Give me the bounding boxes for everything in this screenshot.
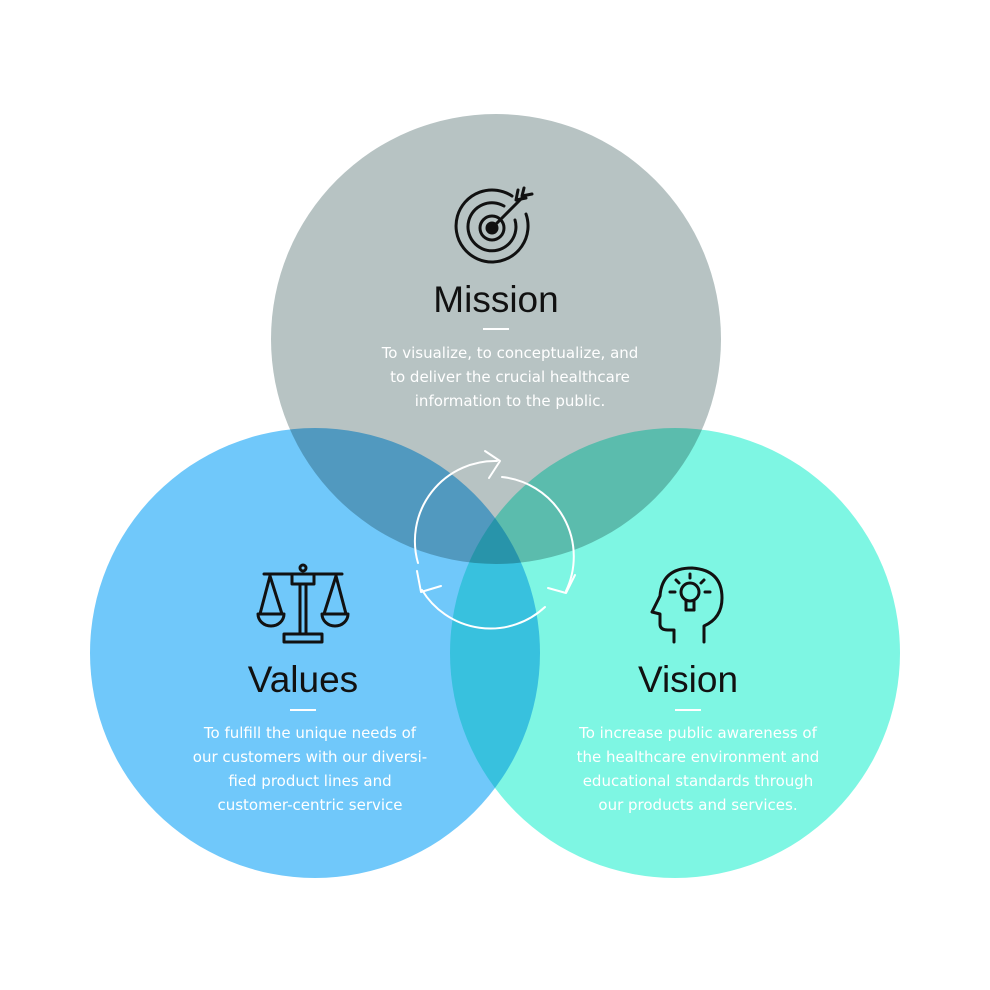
head-lightbulb-icon bbox=[650, 566, 724, 644]
vision-description-line: To increase public awareness of bbox=[579, 724, 817, 742]
values-description: To fulfill the unique needs of our custo… bbox=[140, 721, 480, 817]
values-description-line: our customers with our diversi- bbox=[192, 748, 428, 766]
mission-description-line: to deliver the crucial healthcare bbox=[390, 368, 630, 386]
balance-scale-icon bbox=[256, 563, 350, 644]
values-description-line: fied product lines and bbox=[228, 772, 392, 790]
vision-description-line: educational standards through bbox=[582, 772, 814, 790]
values-divider bbox=[290, 709, 316, 711]
values-description-line: To fulfill the unique needs of bbox=[203, 724, 417, 742]
mission-description-line: To visualize, to conceptualize, and bbox=[381, 344, 639, 362]
vision-description-line: the healthcare environment and bbox=[576, 748, 820, 766]
vision-divider bbox=[675, 709, 701, 711]
vision-description-line: our products and services. bbox=[598, 796, 798, 814]
values-description-line: customer-centric service bbox=[217, 796, 403, 814]
values-title: Values bbox=[247, 659, 359, 700]
vision-title: Vision bbox=[637, 659, 739, 700]
mission-divider bbox=[483, 328, 509, 330]
target-arrow-icon bbox=[454, 186, 534, 264]
mission-description: To visualize, to conceptualize, and to d… bbox=[340, 341, 680, 413]
mission-description-line: information to the public. bbox=[414, 392, 606, 410]
mission-title: Mission bbox=[433, 279, 559, 320]
vision-description: To increase public awareness of the heal… bbox=[528, 721, 868, 817]
